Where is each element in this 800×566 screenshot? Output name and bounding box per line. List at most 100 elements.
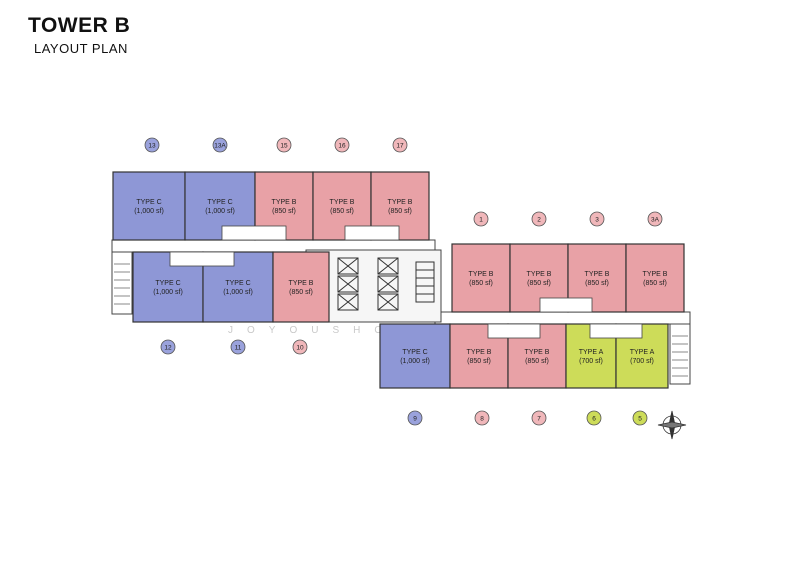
stair-east bbox=[669, 323, 691, 385]
badge-circle bbox=[647, 211, 663, 227]
lift-6 bbox=[377, 293, 399, 311]
badge-circle bbox=[531, 211, 547, 227]
unit-type-label: TYPE A bbox=[630, 349, 655, 356]
unit-number-badge: 7 bbox=[531, 410, 547, 426]
unit-number: 1 bbox=[479, 216, 483, 223]
unit-type-label: TYPE C bbox=[207, 199, 232, 206]
badge-circle bbox=[473, 211, 489, 227]
lift-2 bbox=[337, 275, 359, 293]
unit-number: 7 bbox=[537, 415, 541, 422]
badge-circle bbox=[392, 137, 408, 153]
unit-number: 3 bbox=[595, 216, 599, 223]
unit-area-label: (850 sf) bbox=[289, 289, 313, 296]
compass-icon bbox=[657, 410, 687, 440]
unit-type-label: TYPE C bbox=[402, 349, 427, 356]
stair-west bbox=[111, 251, 133, 315]
unit-number: 2 bbox=[537, 216, 541, 223]
service-stair bbox=[415, 261, 435, 303]
unit-type-label: TYPE C bbox=[225, 280, 250, 287]
unit-area-label: (700 sf) bbox=[630, 358, 654, 365]
unit-number-badge: 9 bbox=[407, 410, 423, 426]
badge-circle bbox=[160, 339, 176, 355]
unit-type-label: TYPE B bbox=[388, 199, 413, 206]
badge-circle bbox=[334, 137, 350, 153]
unit-area-label: (850 sf) bbox=[525, 358, 549, 365]
unit-number-badge: 1 bbox=[473, 211, 489, 227]
unit-type-label: TYPE B bbox=[527, 271, 552, 278]
unit-number-badge: 8 bbox=[474, 410, 490, 426]
stair-treads bbox=[114, 263, 688, 377]
unit-shape bbox=[112, 171, 186, 241]
unit-number: 16 bbox=[338, 142, 346, 149]
unit-number: 15 bbox=[280, 142, 288, 149]
unit-number-badge: 11 bbox=[230, 339, 246, 355]
unit-number: 13A bbox=[214, 142, 226, 149]
badge-circle bbox=[632, 410, 648, 426]
unit-number: 3A bbox=[651, 216, 660, 223]
unit-number: 8 bbox=[480, 415, 484, 422]
unit-type-label: TYPE C bbox=[136, 199, 161, 206]
unit-number-badge: 2 bbox=[531, 211, 547, 227]
unit-number-badge: 3A bbox=[647, 211, 663, 227]
unit-number: 5 bbox=[638, 415, 642, 422]
unit-number-badge: 10 bbox=[292, 339, 308, 355]
unit-3A[interactable]: TYPE B (850 sf) bbox=[625, 243, 685, 313]
lift-4 bbox=[377, 257, 399, 275]
badge-circle bbox=[474, 410, 490, 426]
unit-10[interactable]: TYPE B (850 sf) bbox=[272, 251, 330, 323]
unit-number-badge: 13A bbox=[212, 137, 228, 153]
badge-circle bbox=[589, 211, 605, 227]
unit-area-label: (850 sf) bbox=[330, 208, 354, 215]
unit-type-label: TYPE B bbox=[643, 271, 668, 278]
balcony-6 bbox=[589, 323, 643, 339]
unit-area-label: (850 sf) bbox=[272, 208, 296, 215]
lift-5 bbox=[377, 275, 399, 293]
unit-number: 13 bbox=[148, 142, 156, 149]
unit-1[interactable]: TYPE B (850 sf) bbox=[451, 243, 511, 313]
unit-type-label: TYPE B bbox=[289, 280, 314, 287]
unit-number: 9 bbox=[413, 415, 417, 422]
unit-area-label: (850 sf) bbox=[467, 358, 491, 365]
unit-shape bbox=[451, 243, 511, 313]
unit-number-badge: 12 bbox=[160, 339, 176, 355]
unit-shape bbox=[272, 251, 330, 323]
unit-shape bbox=[625, 243, 685, 313]
unit-area-label: (850 sf) bbox=[643, 280, 667, 287]
unit-number-badge: 17 bbox=[392, 137, 408, 153]
page-subtitle: LAYOUT PLAN bbox=[34, 41, 128, 56]
unit-13[interactable]: TYPE C (1,000 sf) bbox=[112, 171, 186, 241]
unit-number: 11 bbox=[235, 344, 242, 351]
unit-type-label: TYPE B bbox=[469, 271, 494, 278]
unit-area-label: (850 sf) bbox=[585, 280, 609, 287]
balconies bbox=[169, 225, 643, 339]
unit-area-label: (700 sf) bbox=[579, 358, 603, 365]
unit-area-label: (850 sf) bbox=[527, 280, 551, 287]
unit-area-label: (1,000 sf) bbox=[205, 208, 235, 215]
badge-circle bbox=[292, 339, 308, 355]
unit-number: 10 bbox=[296, 344, 304, 351]
unit-area-label: (850 sf) bbox=[469, 280, 493, 287]
balcony-2 bbox=[344, 225, 400, 241]
unit-number: 6 bbox=[592, 415, 596, 422]
corridor-east bbox=[434, 311, 691, 325]
badge-circle bbox=[276, 137, 292, 153]
lift-1 bbox=[337, 257, 359, 275]
unit-type-label: TYPE B bbox=[525, 349, 550, 356]
unit-area-label: (1,000 sf) bbox=[153, 289, 183, 296]
unit-area-label: (850 sf) bbox=[388, 208, 412, 215]
badge-circle bbox=[586, 410, 602, 426]
badge-circle bbox=[407, 410, 423, 426]
badge-circle bbox=[531, 410, 547, 426]
unit-number-badge: 3 bbox=[589, 211, 605, 227]
badge-circle bbox=[230, 339, 246, 355]
unit-area-label: (1,000 sf) bbox=[134, 208, 164, 215]
unit-9[interactable]: TYPE C (1,000 sf) bbox=[379, 323, 451, 389]
unit-number-badge: 13 bbox=[144, 137, 160, 153]
lift-3 bbox=[337, 293, 359, 311]
unit-number-badge: 6 bbox=[586, 410, 602, 426]
unit-area-label: (1,000 sf) bbox=[400, 358, 430, 365]
watermark: JOYOUSHOMES bbox=[228, 325, 460, 336]
unit-type-label: TYPE A bbox=[579, 349, 604, 356]
unit-number-badge: 15 bbox=[276, 137, 292, 153]
